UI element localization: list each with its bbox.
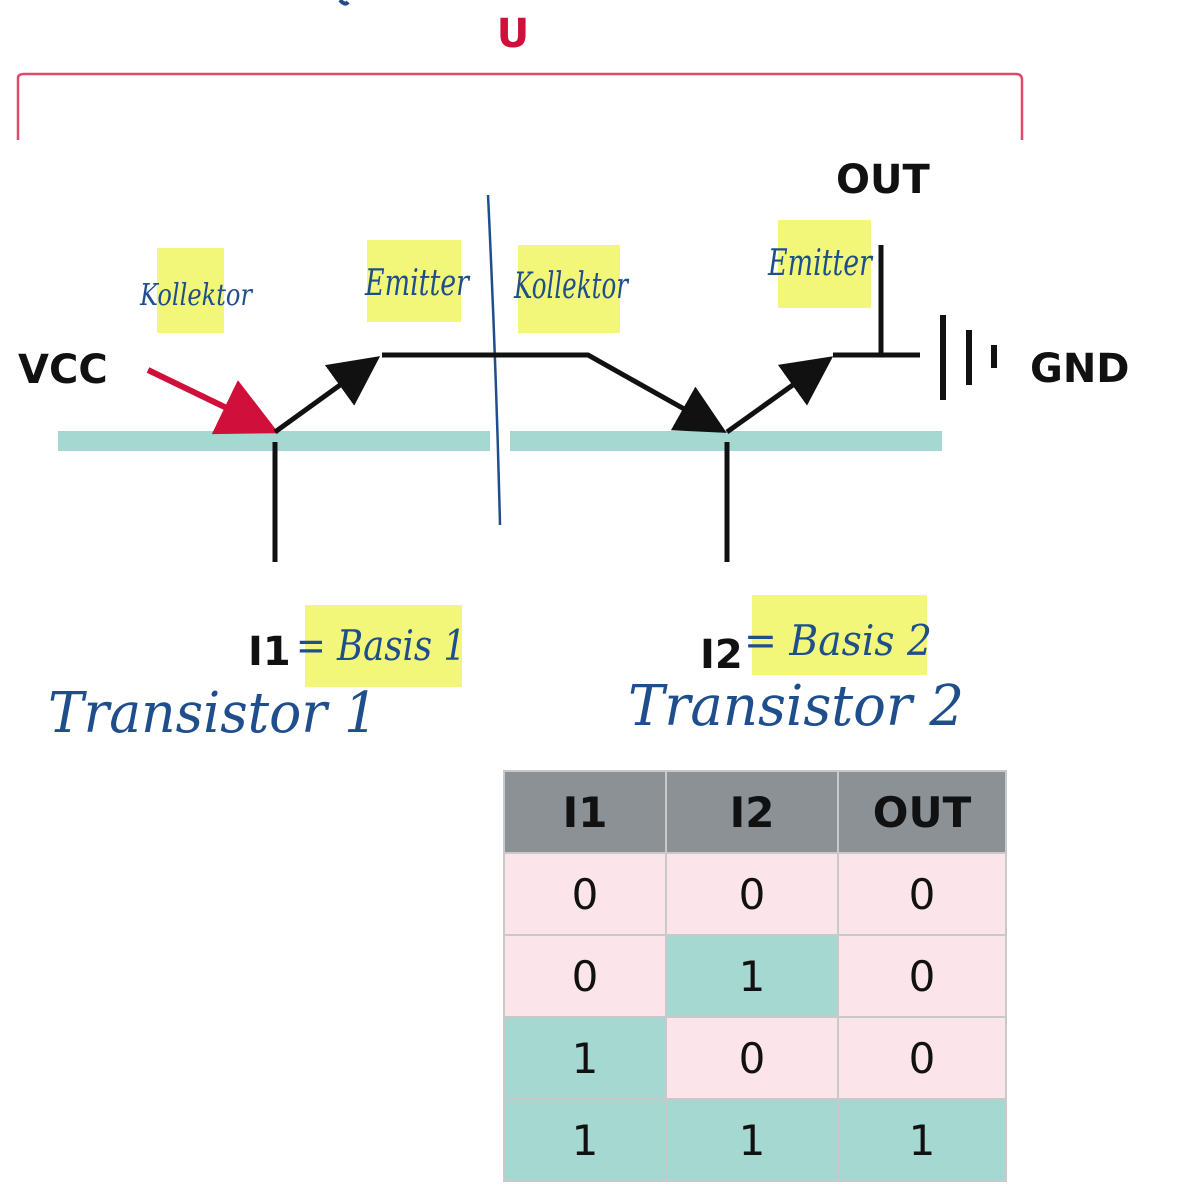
table-cell: 1 — [837, 1098, 1007, 1182]
emitter-note-1: Emitter — [364, 263, 470, 304]
cropped-handwriting-stroke — [338, 0, 350, 6]
kollektor-note-1: Kollektor — [139, 278, 253, 313]
header-i2: I2 — [665, 770, 839, 854]
connecting-wire — [382, 352, 727, 433]
vcc-label: VCC — [18, 347, 108, 393]
i2-label: I2 — [700, 632, 743, 678]
transistor-1-label: Transistor 1 — [48, 681, 378, 746]
table-cell: 0 — [837, 934, 1007, 1018]
table-header-row: I1 I2 OUT — [503, 770, 1007, 854]
table-row: 0 1 0 — [503, 934, 1007, 1018]
table-cell: 0 — [837, 1016, 1007, 1100]
table-cell: 1 — [503, 1016, 667, 1100]
kollektor-note-2: Kollektor — [513, 266, 629, 307]
table-row: 1 1 1 — [503, 1098, 1007, 1182]
gnd-label: GND — [1030, 346, 1130, 392]
out-label: OUT — [836, 157, 930, 203]
vcc-arrow — [146, 367, 279, 435]
table-cell: 0 — [503, 934, 667, 1018]
table-cell: 0 — [503, 852, 667, 936]
basis-note-2: = Basis 2 — [744, 616, 932, 665]
basis-note-1: = Basis 1 — [296, 621, 466, 670]
emitter-arrow-2 — [725, 356, 834, 435]
table-cell: 0 — [665, 1016, 839, 1100]
table-row: 0 0 0 — [503, 852, 1007, 936]
table-row: 1 0 0 — [503, 1016, 1007, 1100]
table-cell: 0 — [837, 852, 1007, 936]
base-plate-1 — [58, 431, 490, 451]
divider-line — [486, 194, 502, 526]
header-out: OUT — [837, 770, 1007, 854]
header-i1: I1 — [503, 770, 667, 854]
table-cell: 1 — [665, 1098, 839, 1182]
i1-label: I1 — [248, 629, 291, 675]
table-cell: 1 — [503, 1098, 667, 1182]
base-plate-2 — [510, 431, 942, 451]
u-bracket — [16, 72, 1024, 140]
emitter-note-2: Emitter — [767, 243, 873, 284]
u-label: U — [497, 11, 529, 57]
transistor-2-label: Transistor 2 — [628, 674, 964, 739]
table-cell: 0 — [665, 852, 839, 936]
truth-table: I1 I2 OUT 0 0 0 0 1 0 1 0 0 1 1 1 — [503, 770, 1007, 1182]
ground-icon — [940, 315, 997, 400]
highlights — [157, 220, 927, 687]
table-cell: 1 — [665, 934, 839, 1018]
emitter-arrow-1 — [273, 356, 381, 435]
